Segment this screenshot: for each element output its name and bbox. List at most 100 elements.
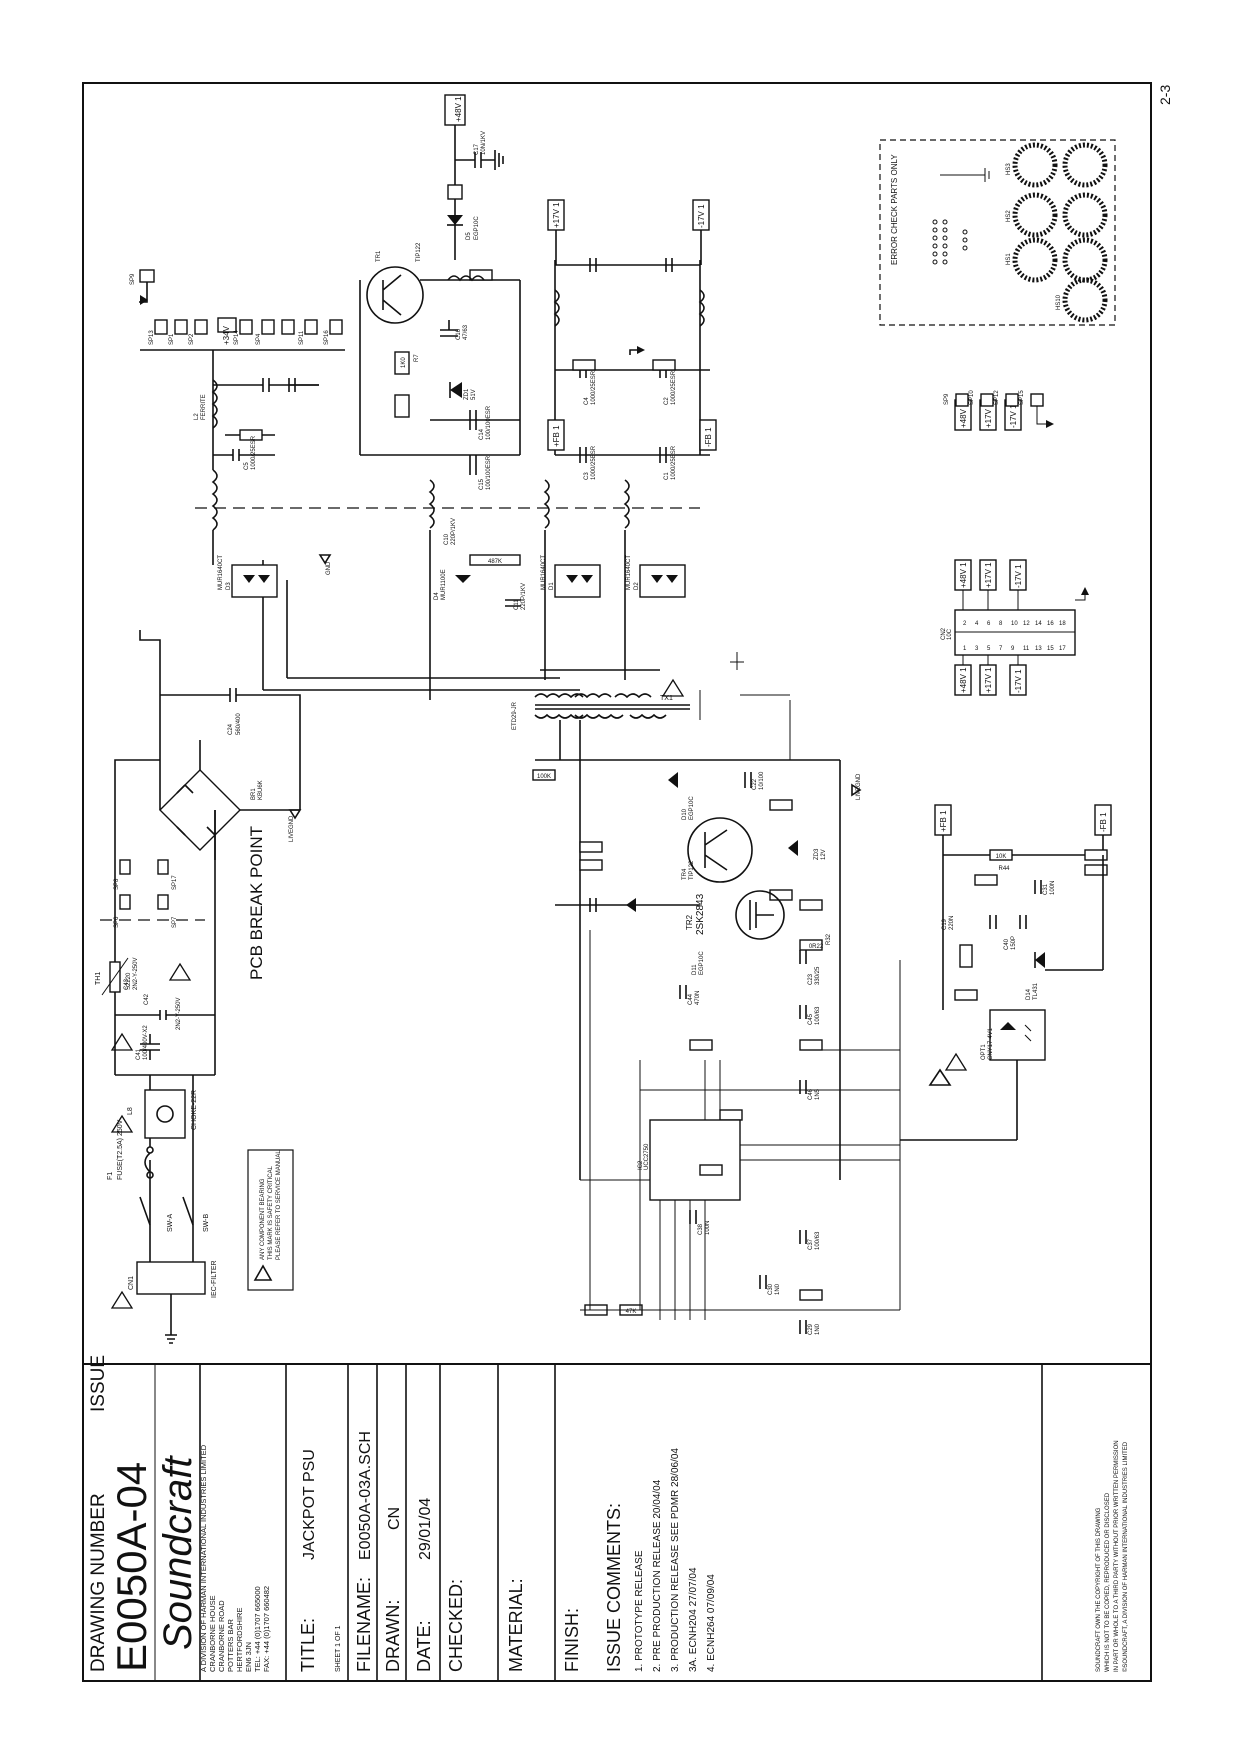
svg-text:100/63: 100/63 [815, 1006, 821, 1025]
svg-text:+17V 1: +17V 1 [552, 202, 561, 228]
svg-text:+FB 1: +FB 1 [939, 810, 948, 832]
svg-text:CRANBORNE HOUSE: CRANBORNE HOUSE [208, 1595, 217, 1672]
heatsink-icon [1062, 192, 1108, 238]
svg-text:C41: C41 [136, 1048, 142, 1060]
svg-text:10: 10 [1011, 621, 1018, 627]
heatsink-icon [1062, 237, 1108, 283]
date-label: DATE: [414, 1620, 434, 1672]
company-address: A DIVISION OF HARMAN INTERNATIONAL INDUS… [199, 1444, 271, 1672]
svg-text:100N: 100N [1050, 881, 1056, 895]
svg-text:ANY COMPONENT BEARING: ANY COMPONENT BEARING [260, 1178, 266, 1260]
svg-text:CN1: CN1 [128, 1276, 135, 1290]
svg-text:1N0: 1N0 [775, 1283, 781, 1295]
svg-text:SP9: SP9 [944, 393, 950, 405]
title-block: DRAWING NUMBER ISSUE E0050A-04 Soundcraf… [83, 1355, 1151, 1681]
svg-text:8: 8 [999, 621, 1003, 627]
svg-text:1000/25ESR: 1000/25ESR [671, 445, 677, 480]
svg-text:TL431: TL431 [1033, 982, 1039, 1000]
svg-text:C5: C5 [244, 462, 250, 470]
svg-text:SP1: SP1 [169, 333, 175, 345]
svg-text:C4: C4 [584, 397, 590, 405]
svg-text:9: 9 [1011, 646, 1015, 652]
svg-text:PLEASE REFER TO SERVICE MANUAL: PLEASE REFER TO SERVICE MANUAL [276, 1150, 282, 1260]
svg-text:CNY17-4V1: CNY17-4V1 [988, 1027, 994, 1060]
svg-text:LIVEGND: LIVEGND [856, 773, 862, 800]
svg-text:A DIVISION OF HARMAN INTERNATI: A DIVISION OF HARMAN INTERNATIONAL INDUS… [199, 1444, 208, 1672]
svg-text:-17V 1: -17V 1 [697, 204, 706, 228]
svg-text:TX1: TX1 [660, 695, 673, 702]
svg-text:100/63: 100/63 [815, 1231, 821, 1250]
svg-text:47/63: 47/63 [463, 324, 469, 340]
svg-text:13: 13 [1035, 646, 1042, 652]
feedback-section: +FB 1 -FB 1 R44 10K C31 100N C19 220N C4… [900, 804, 1112, 1141]
svg-text:51V: 51V [471, 389, 477, 400]
svg-text:220P/1KV: 220P/1KV [521, 583, 527, 610]
svg-text:+48V 1: +48V 1 [959, 402, 968, 428]
svg-text:MUR1100E: MUR1100E [441, 569, 447, 600]
svg-text:1N0: 1N0 [815, 1323, 821, 1335]
svg-text:D1: D1 [549, 582, 555, 590]
svg-text:C42: C42 [144, 993, 150, 1005]
heatsink-icon [1012, 142, 1058, 188]
drawing-frame [82, 82, 1152, 1682]
svg-text:©SOUNDCRAFT, A DIVISION OF HAR: ©SOUNDCRAFT, A DIVISION OF HARMAN INTERN… [1122, 1441, 1129, 1672]
heatsink-icon [1062, 142, 1108, 188]
svg-text:100K: 100K [537, 774, 551, 780]
svg-text:D11: D11 [692, 964, 698, 975]
svg-text:HS1: HS1 [1006, 253, 1012, 265]
svg-text:100/100ESR: 100/100ESR [486, 405, 492, 440]
svg-text:SP16: SP16 [324, 330, 330, 345]
heatsink-icon [1012, 237, 1058, 283]
svg-text:470N: 470N [695, 991, 701, 1005]
optocoupler [989, 1009, 1046, 1061]
svg-text:MUR1640CT: MUR1640CT [541, 555, 547, 590]
svg-text:1000/25ESR: 1000/25ESR [591, 370, 597, 405]
issue-comment: 3A. ECNH204 27/07/04 [688, 1567, 699, 1672]
svg-text:560/400: 560/400 [236, 713, 242, 735]
heatsink-icon [1062, 277, 1108, 323]
svg-text:C16: C16 [456, 328, 462, 340]
svg-text:1K0: 1K0 [401, 357, 407, 368]
svg-text:TH1: TH1 [95, 972, 102, 985]
svg-text:18: 18 [1059, 621, 1066, 627]
svg-text:4: 4 [975, 621, 979, 627]
filename-value: E0050A-03A.SCH [357, 1431, 374, 1560]
svg-text:16: 16 [1047, 621, 1054, 627]
svg-text:220N: 220N [949, 916, 955, 930]
material-label: MATERIAL: [506, 1578, 526, 1672]
svg-text:D2: D2 [634, 582, 640, 590]
svg-text:+17V 1: +17V 1 [984, 402, 993, 428]
svg-text:C11: C11 [514, 599, 520, 610]
svg-text:2SK2843: 2SK2843 [695, 893, 706, 935]
svg-text:UCC2750: UCC2750 [644, 1143, 650, 1170]
svg-text:R7: R7 [414, 354, 420, 362]
svg-text:10C: 10C [947, 628, 953, 640]
svg-text:SP13: SP13 [149, 330, 155, 345]
svg-text:TR2: TR2 [685, 914, 694, 930]
svg-text:C40: C40 [1004, 938, 1010, 950]
issue-comments-list: 1. PROTOTYPE RELEASE 2. PRE PRODUCTION R… [634, 1448, 717, 1672]
svg-text:SP2: SP2 [189, 333, 195, 345]
svg-text:TIP122: TIP122 [416, 242, 422, 262]
svg-text:R32: R32 [826, 933, 832, 945]
svg-text:1000/25ESR: 1000/25ESR [671, 370, 677, 405]
svg-text:+34V: +34V [222, 325, 231, 345]
issue-comment: 3. PRODUCTION RELEASE SEE PDMR 28/06/04 [670, 1448, 681, 1672]
date-value: 29/01/04 [417, 1498, 434, 1560]
regulator-48v: TR1 TIP122 R7 1K0 ZD1 51V C16 47/63 D5 E… [359, 94, 521, 456]
svg-text:D4: D4 [434, 592, 440, 600]
svg-text:+17V 1: +17V 1 [984, 562, 993, 588]
svg-text:-17V 1: -17V 1 [1014, 564, 1023, 588]
svg-text:THIS MARK IS SAFETY CRITICAL: THIS MARK IS SAFETY CRITICAL [268, 1165, 274, 1260]
page-number: 2-3 [1157, 85, 1173, 105]
svg-text:D10: D10 [682, 808, 688, 820]
svg-text:GND: GND [326, 561, 332, 575]
svg-text:MUR1640CT: MUR1640CT [218, 555, 224, 590]
svg-text:+48V 1: +48V 1 [959, 562, 968, 588]
svg-text:C3: C3 [584, 472, 590, 480]
svg-text:12V: 12V [821, 849, 827, 860]
svg-text:R44: R44 [998, 866, 1010, 872]
svg-text:FERRITE: FERRITE [201, 394, 207, 420]
error-check-box: ERROR CHECK PARTS ONLY HS3 HS2 HS1 HS10 [879, 139, 1116, 326]
svg-text:HS2: HS2 [1006, 210, 1012, 222]
